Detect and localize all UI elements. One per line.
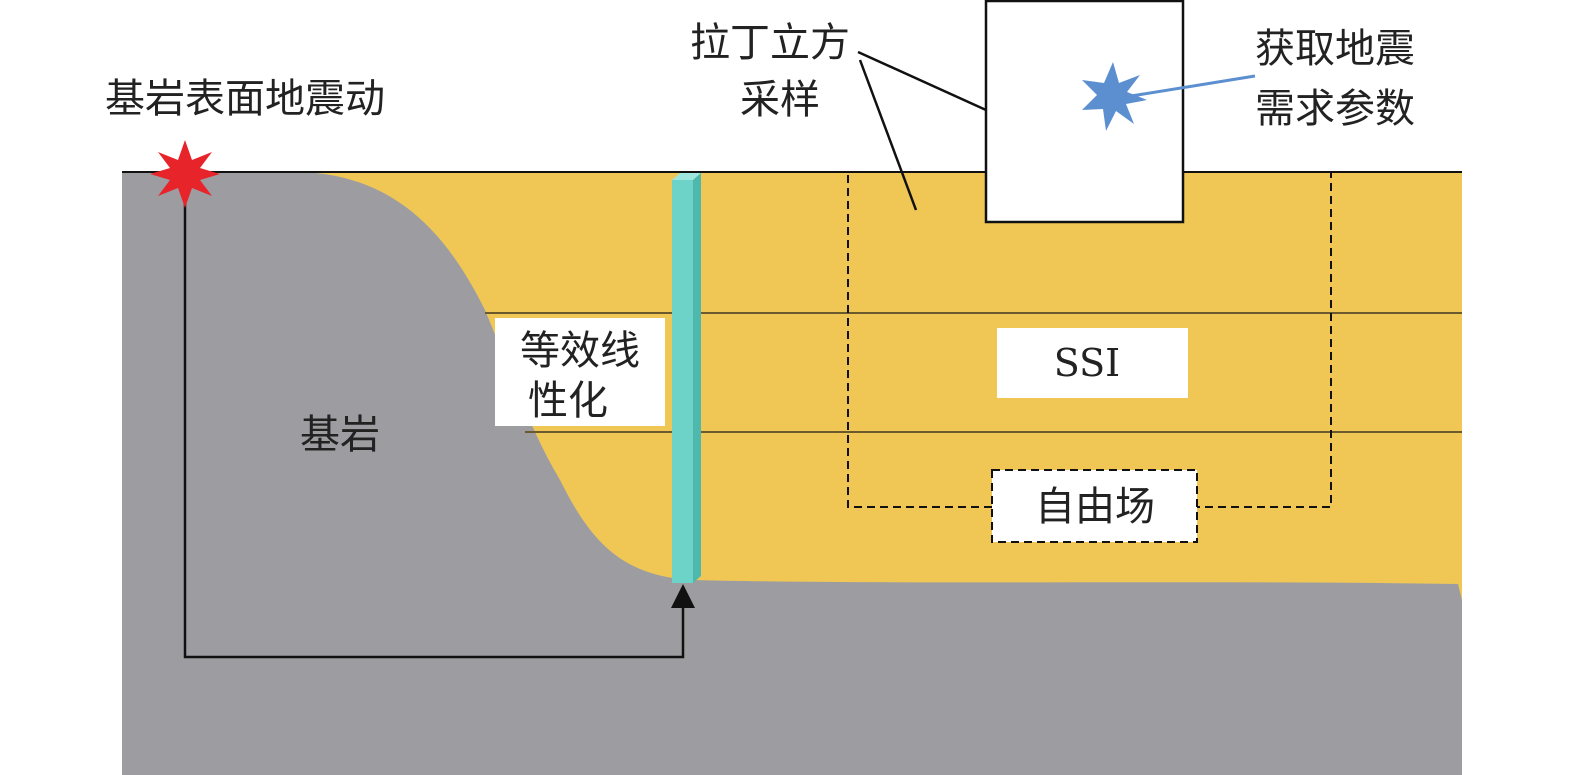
building [984,0,1185,224]
ssi-label: SSI [1054,341,1120,385]
red-star-icon [150,140,220,208]
equiv-linear-line2: 性化 [528,378,608,424]
equiv-linear-box [495,318,665,426]
ssi-box [997,328,1188,398]
latin-pointer-line-1 [857,50,987,112]
soil-column-pillar [672,173,701,583]
demand-line2: 需求参数 [1255,86,1415,132]
bedrock-label: 基岩 [300,412,380,458]
latin-line2: 采样 [740,77,820,123]
free-field-label: 自由场 [1035,484,1155,530]
wave-path-arrow [183,190,695,659]
demand-line1: 获取地震 [1255,26,1415,72]
demand-pointer-line [1124,74,1256,99]
bedrock-region [122,172,1462,775]
equiv-linear-line1: 等效线 [520,328,640,374]
free-field-box [991,469,1198,543]
blue-star-icon [1082,62,1147,131]
latin-line1: 拉丁立方 [690,20,850,66]
latin-pointer-line-2 [858,59,918,211]
bedrock-motion-label: 基岩表面地震动 [105,76,385,122]
